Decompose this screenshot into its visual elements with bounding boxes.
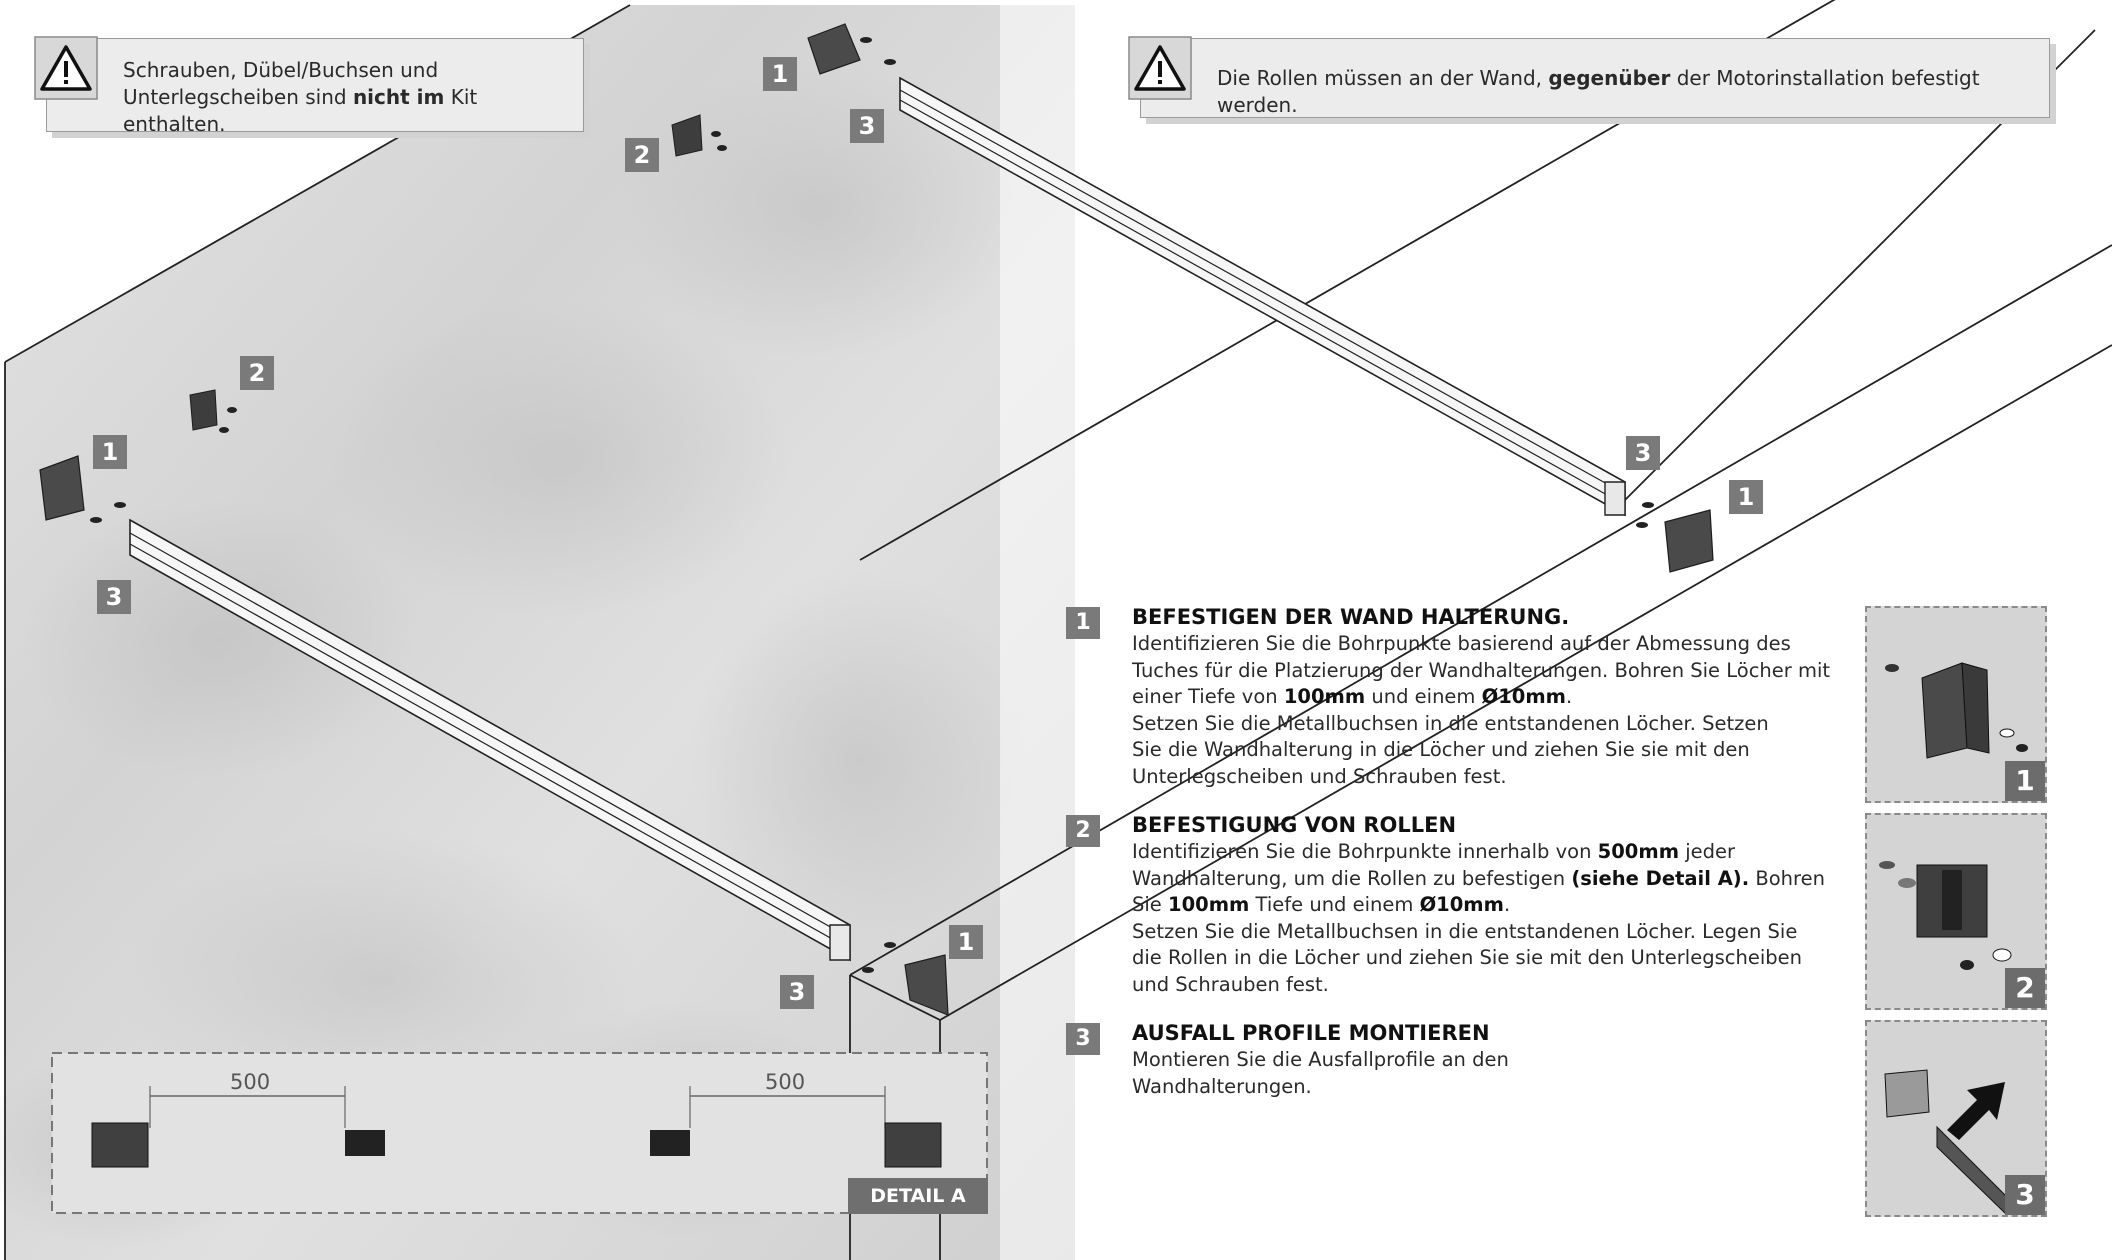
detail-a-label: DETAIL A xyxy=(848,1178,988,1214)
step-body-emphasis: Ø10mm xyxy=(1481,685,1566,708)
callout-3: 3 xyxy=(780,975,814,1009)
step-body-emphasis: Ø10mm xyxy=(1419,893,1504,916)
thumbnail-number: 1 xyxy=(2005,761,2045,801)
step-body-text: Montieren Sie die Ausfallprofile an den … xyxy=(1132,1048,1509,1098)
warning-icon xyxy=(34,36,98,100)
screw-icon xyxy=(90,37,1654,973)
dimension-left: 500 xyxy=(230,1070,271,1094)
step-body-text: . Setzen Sie die Metallbuchsen in die en… xyxy=(1132,685,1769,788)
note-left-line1: Schrauben, Dübel/Buchsen und xyxy=(123,58,439,82)
step-title: BEFESTIGUNG VON ROLLEN xyxy=(1132,813,1457,837)
callout-3: 3 xyxy=(1626,436,1660,470)
step-number: 1 xyxy=(1066,607,1100,639)
step-1: 1 BEFESTIGEN DER WAND HALTERUNG. Identifiz… xyxy=(1066,604,1836,790)
callout-2: 2 xyxy=(625,138,659,172)
thumbnail-number: 2 xyxy=(2005,968,2045,1008)
thumbnail-number: 3 xyxy=(2005,1175,2045,1215)
step-body-emphasis: 100mm xyxy=(1168,893,1250,916)
note-left-line2-post: Kit enthalten. xyxy=(123,85,478,136)
step-number: 2 xyxy=(1066,815,1100,847)
step-body: Identifizieren Sie die Bohrpunkte basier… xyxy=(1132,631,1836,790)
profile-rail-front xyxy=(129,518,851,962)
note-left-line2-bold: nicht im xyxy=(352,85,445,109)
callout-1: 1 xyxy=(1729,480,1763,514)
step-body-emphasis: 500mm xyxy=(1597,840,1680,863)
step-3: 3 AUSFALL PROFILE MONTIEREN Montieren Sie … xyxy=(1066,1020,1836,1100)
thumbnail-step-3: 3 xyxy=(1865,1020,2047,1217)
step-body-emphasis: (siehe Detail A). xyxy=(1571,866,1750,890)
step-2: 2 BEFESTIGUNG VON ROLLEN Identifizieren Si… xyxy=(1066,812,1836,998)
step-body-emphasis: 100mm xyxy=(1283,685,1366,708)
callout-3: 3 xyxy=(850,109,884,143)
step-body: Montieren Sie die Ausfallprofile an den … xyxy=(1132,1047,1836,1100)
thumbnail-step-2: 2 xyxy=(1865,813,2047,1010)
dimension-right: 500 xyxy=(765,1070,806,1094)
step-body-text: Tiefe und einem xyxy=(1249,893,1420,916)
step-number: 3 xyxy=(1066,1023,1100,1055)
note-right-post: der Motorinstallation befestigt werden. xyxy=(1217,66,1980,117)
step-body-text: Identifizieren Sie die Bohrpunkte innerh… xyxy=(1132,840,1598,863)
roller-icon xyxy=(189,114,703,431)
step-body-text: Bohren Sie xyxy=(1132,866,1825,917)
warning-icon xyxy=(1128,36,1192,100)
callout-1: 1 xyxy=(763,57,797,91)
step-body-text: Identifizieren Sie die Bohrpunkte basier… xyxy=(1132,632,1831,708)
step-body: Identifizieren Sie die Bohrpunkte innerh… xyxy=(1132,839,1836,998)
callout-2: 2 xyxy=(240,356,274,390)
detail-a-panel xyxy=(51,1052,988,1214)
step-body-text: . Setzen Sie die Metallbuchsen in die en… xyxy=(1132,893,1802,996)
step-title: AUSFALL PROFILE MONTIEREN xyxy=(1132,1021,1490,1045)
callout-1: 1 xyxy=(949,925,983,959)
step-title: BEFESTIGEN DER WAND HALTERUNG. xyxy=(1132,605,1570,629)
profile-rail-back xyxy=(899,76,1626,517)
callout-3: 3 xyxy=(97,580,131,614)
note-not-included: Schrauben, Dübel/Buchsen und Unterlegsch… xyxy=(34,36,584,136)
note-right-pre: Die Rollen müssen an der Wand, xyxy=(1217,66,1549,90)
step-body-text: und einem xyxy=(1365,685,1482,708)
callout-1: 1 xyxy=(93,435,127,469)
thumbnail-step-1: 1 xyxy=(1865,606,2047,803)
wall-bracket-icon xyxy=(39,23,1714,1016)
instruction-steps: 1 BEFESTIGEN DER WAND HALTERUNG. Identifiz… xyxy=(1066,604,1836,1122)
note-left-line2-pre: Unterlegscheiben sind xyxy=(123,85,353,109)
step-body-text: jeder Wandhalterung, um die Rollen zu be… xyxy=(1132,840,1736,890)
note-right-bold: gegenüber xyxy=(1548,66,1671,90)
note-roller-position: Die Rollen müssen an der Wand, gegenüber… xyxy=(1128,36,2050,118)
